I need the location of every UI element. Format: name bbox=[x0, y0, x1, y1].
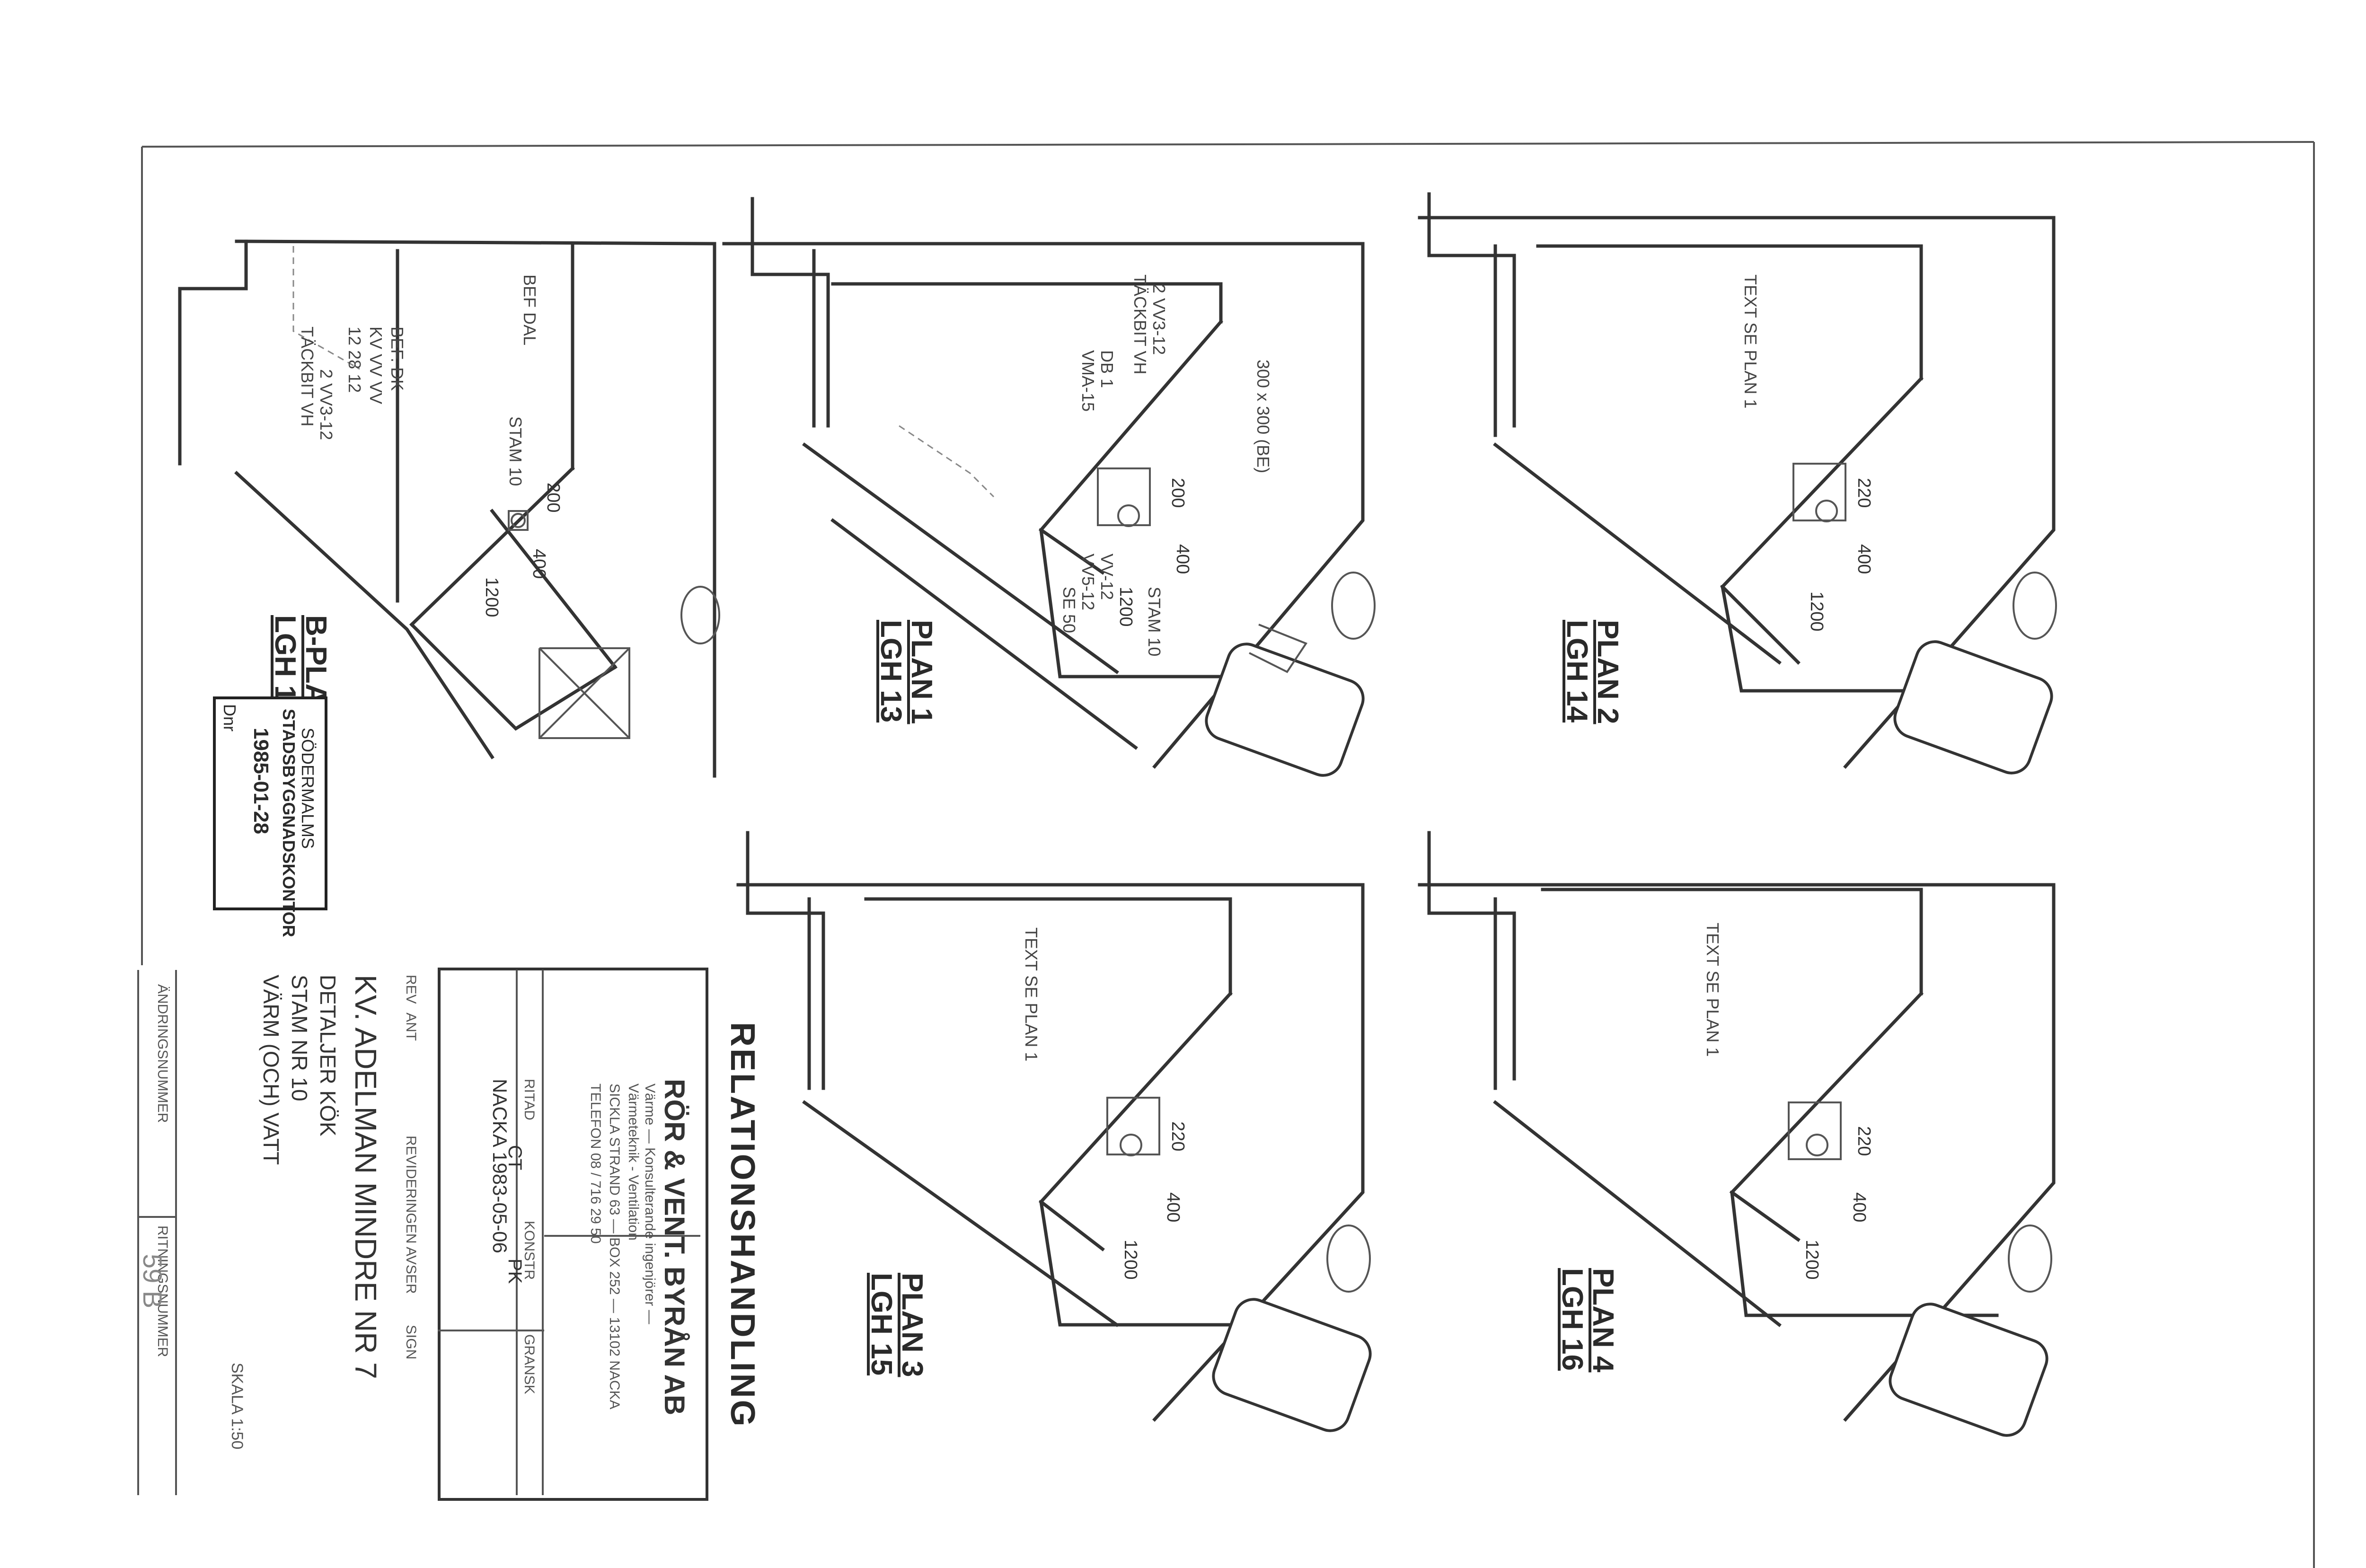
dim-400-p1: 400 bbox=[1173, 544, 1192, 574]
dim-220-p2: 220 bbox=[1854, 478, 1874, 508]
dim-1200-b: 1200 bbox=[482, 577, 502, 617]
title-block-divider bbox=[438, 1330, 544, 1331]
drawing-system: VÄRM (OCH) VATT bbox=[259, 975, 283, 1165]
b-plan-floorplan bbox=[178, 239, 720, 778]
title-block-border bbox=[175, 970, 177, 1495]
dim-1200-p3: 1200 bbox=[1121, 1240, 1140, 1280]
rev-label: REV bbox=[403, 975, 419, 1004]
title-block-border bbox=[137, 1216, 175, 1218]
plan-2-floorplan bbox=[1418, 192, 2057, 775]
rev-text: REVIDERINGEN AVSER bbox=[403, 1136, 419, 1294]
note-b-pipe: 2 VV3-12 bbox=[317, 369, 336, 440]
stamp-line2: STADSBYGGNADSKONTOR bbox=[279, 709, 299, 937]
company-tagline2: Värmeteknik - Ventilation bbox=[626, 1084, 641, 1241]
dim-400-p2: 400 bbox=[1854, 544, 1874, 574]
note-text-see-plan1-p2: TEXT SE PLAN 1 bbox=[1741, 274, 1760, 409]
dim-200-p1: 200 bbox=[1168, 478, 1188, 508]
note-bef-dk-vals: 12 28 12 bbox=[345, 326, 364, 393]
note-bef-dk: BEF. DK bbox=[388, 326, 407, 391]
konstr-value: PK bbox=[504, 1259, 525, 1284]
title-block-divider bbox=[516, 970, 518, 1495]
note-text-see-plan1-p3: TEXT SE PLAN 1 bbox=[1022, 927, 1041, 1062]
granskad-label: GRANSK bbox=[521, 1334, 537, 1394]
dim-1200-p1: 1200 bbox=[1116, 587, 1136, 627]
dim-200-b: 200 bbox=[543, 483, 563, 513]
note-p1-db: DB 1 bbox=[1097, 350, 1117, 388]
approval-stamp: SÖDERMALMS STADSBYGGNADSKONTOR 1985-01-2… bbox=[213, 696, 327, 937]
stamp-dnr: Dnr bbox=[220, 704, 239, 732]
title-block-border bbox=[137, 970, 139, 1495]
note-p1-pipe: 2 VV3-12 bbox=[1149, 284, 1169, 355]
note-p1-pipe2: TÄCKBIT VH bbox=[1130, 274, 1150, 375]
note-p1-vma: VMA-15 bbox=[1078, 350, 1098, 412]
note-p1-opening: 300 x 300 (BE) bbox=[1254, 360, 1273, 474]
title-block bbox=[438, 968, 708, 1501]
note-p1-stam: STAM 10 bbox=[1145, 587, 1164, 657]
title-block-divider bbox=[544, 1235, 700, 1237]
dim-1200-p4: 1200 bbox=[1802, 1240, 1822, 1280]
dim-400-p4: 400 bbox=[1849, 1192, 1869, 1223]
note-bef-dal: BEF DAL bbox=[520, 274, 539, 346]
company-phone: TELEFON 08 / 716 29 50 bbox=[588, 1084, 603, 1244]
dim-220-p4: 220 bbox=[1854, 1126, 1874, 1156]
plan-4-floorplan bbox=[1418, 831, 2056, 1437]
stamp-date: 1985-01-28 bbox=[249, 728, 273, 835]
note-b-pipe2: TÄCKBIT VH bbox=[298, 326, 317, 427]
sign-label: SIGN bbox=[403, 1325, 419, 1360]
dim-1200-p2: 1200 bbox=[1807, 591, 1827, 632]
changes-label: ÄNDRINGSNUMMER bbox=[155, 984, 170, 1123]
title-block-divider bbox=[542, 970, 544, 1495]
drawing-subject: DETALJER KÖK bbox=[316, 975, 340, 1136]
project-title: KV. ADELMAN MINDRE NR 7 bbox=[349, 975, 383, 1379]
ritad-label: RITAD bbox=[521, 1079, 537, 1120]
company-name: RÖR & VENT. BYRÅN AB bbox=[659, 1079, 690, 1416]
plan-1-floorplan bbox=[722, 197, 1376, 777]
plan-3-floorplan bbox=[736, 831, 1372, 1432]
ant-label: ANT bbox=[403, 1013, 419, 1041]
note-p1-dims: SE 50 bbox=[1059, 587, 1079, 634]
dim-400-b: 400 bbox=[529, 549, 549, 579]
company-address: SICKLA STRAND 63 — BOX 252 — 13102 NACKA bbox=[607, 1084, 622, 1409]
relationshandling-stamp: RELATIONSHANDLING bbox=[724, 1022, 761, 1428]
note-p1-vv: VV-12 bbox=[1097, 554, 1117, 600]
dim-220-p3: 220 bbox=[1168, 1121, 1188, 1152]
drawing-scale: SKALA 1:50 bbox=[228, 1363, 246, 1450]
note-p1-vvs: VV5-12 bbox=[1078, 554, 1098, 611]
stamp-line1: SÖDERMALMS bbox=[298, 728, 318, 849]
drawing-stam: STAM NR 10 bbox=[287, 975, 312, 1101]
note-stam10-b: STAM 10 bbox=[506, 416, 525, 486]
place-date: NACKA 1983-05-06 bbox=[489, 1079, 511, 1253]
dim-400-p3: 400 bbox=[1163, 1192, 1183, 1223]
drawing-number: 59 B bbox=[138, 1254, 168, 1309]
company-tagline: Värme — Konsulterande ingenjörer — bbox=[642, 1084, 658, 1324]
note-bef-dk-items: KV VV VV bbox=[366, 326, 386, 405]
note-text-see-plan1-p4: TEXT SE PLAN 1 bbox=[1703, 923, 1722, 1057]
